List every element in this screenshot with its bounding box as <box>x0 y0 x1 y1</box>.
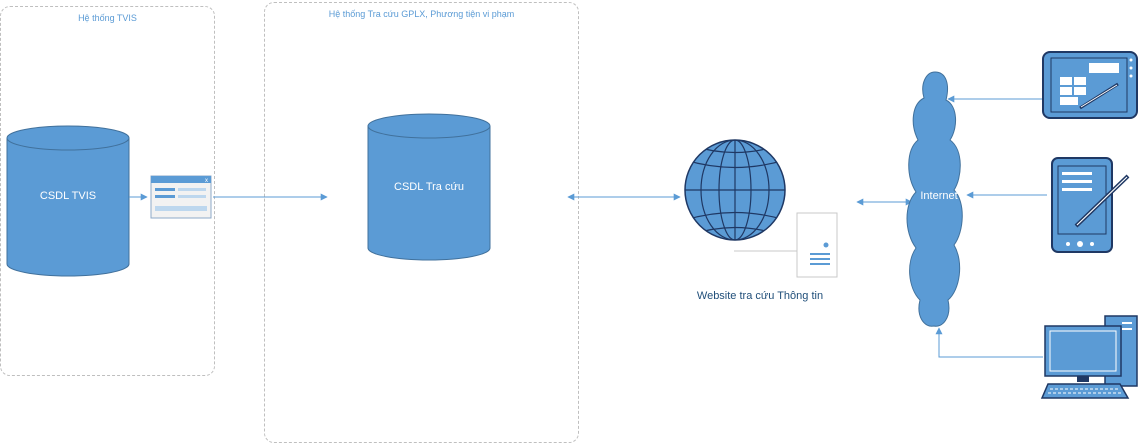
tvis-system-group: Hệ thống TVIS <box>0 6 215 376</box>
lookup-system-title: Hệ thống Tra cứu GPLX, Phương tiện vi ph… <box>328 9 515 19</box>
website-caption: Website tra cứu Thông tin <box>696 290 824 302</box>
csdl-tvis-database <box>6 125 130 277</box>
cloud-icon <box>906 71 963 327</box>
tablet-icon <box>1042 51 1138 119</box>
csdl-tracuu-label: CSDL Tra cứu <box>394 181 464 193</box>
lookup-system-group: Hệ thống Tra cứu GPLX, Phương tiện vi ph… <box>264 2 579 443</box>
arrow-desktop-internet <box>935 327 1043 358</box>
desktop-computer-icon <box>1040 315 1138 399</box>
form-window-icon: x <box>150 175 212 219</box>
svg-text:x: x <box>205 178 208 184</box>
tvis-system-title: Hệ thống TVIS <box>78 13 137 23</box>
pda-icon <box>1051 157 1130 253</box>
globe-icon <box>684 139 786 241</box>
internet-label: Internet <box>920 190 958 202</box>
csdl-tracuu-database <box>367 113 491 261</box>
server-icon <box>734 212 838 278</box>
csdl-tvis-label: CSDL TVIS <box>39 190 97 202</box>
